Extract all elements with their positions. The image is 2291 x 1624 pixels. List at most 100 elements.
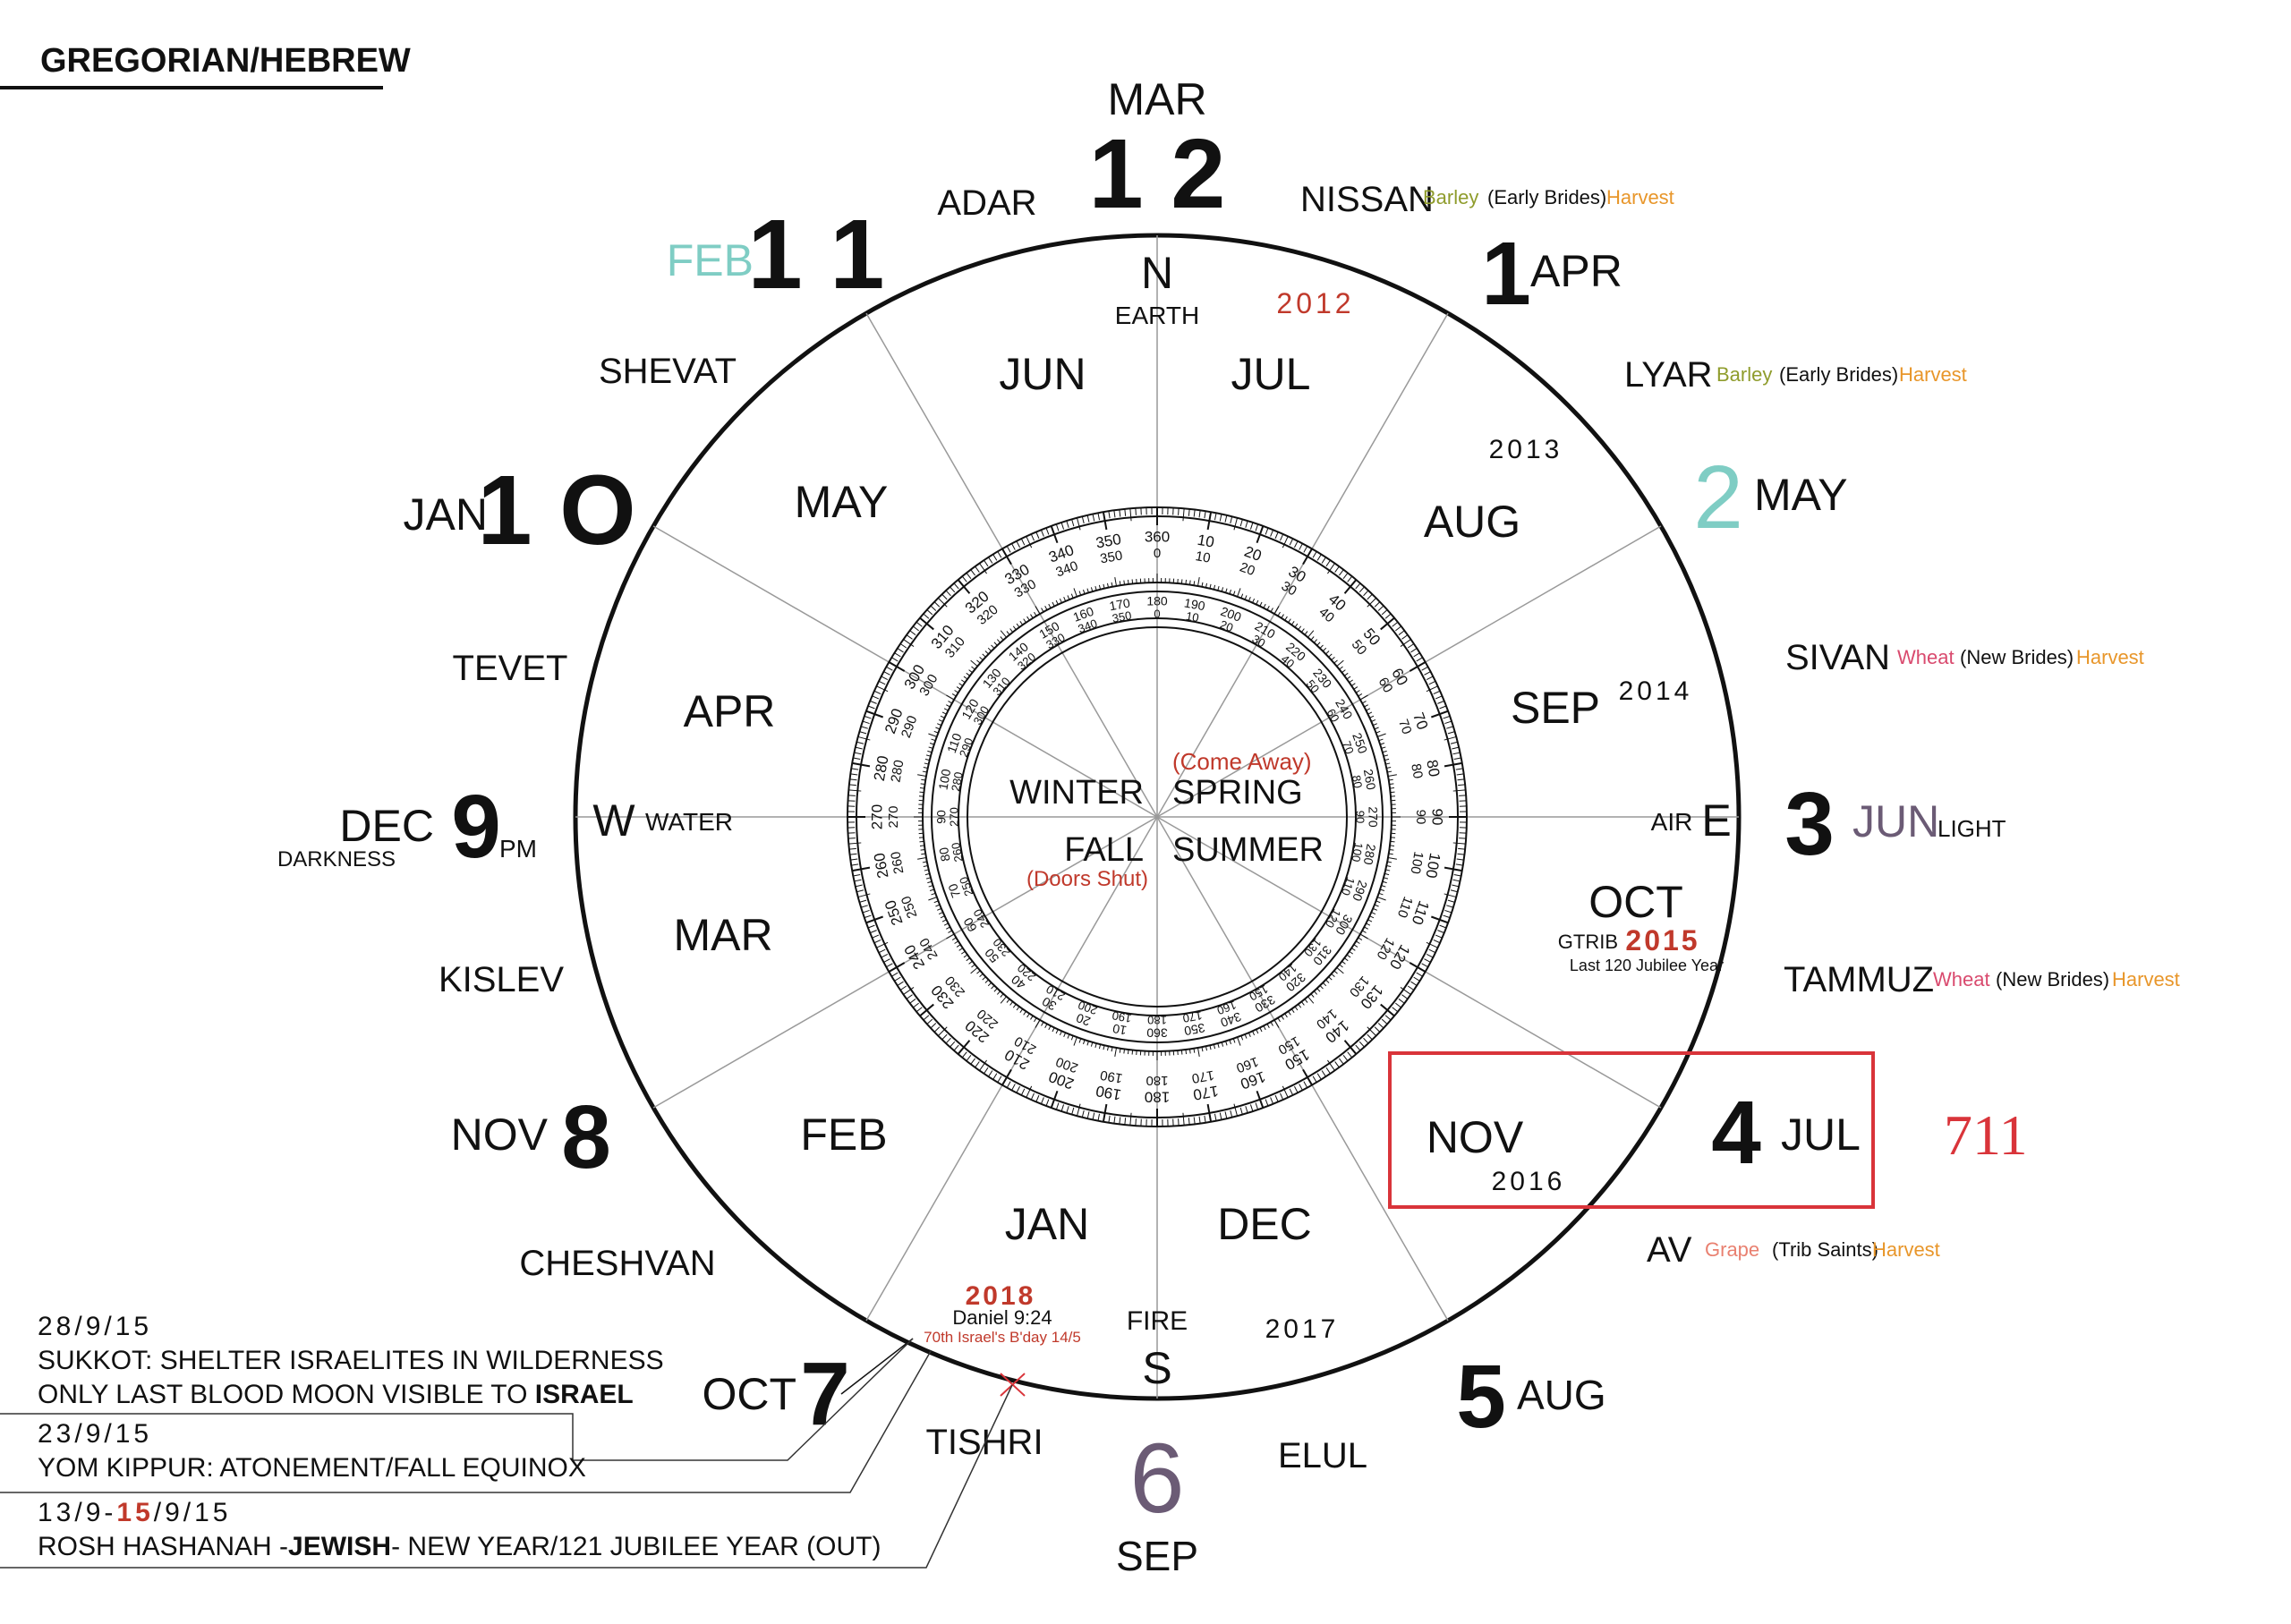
wheel-tick <box>1035 1020 1040 1028</box>
wheel-tick <box>1124 581 1125 585</box>
wheel-tick <box>921 849 925 850</box>
wheel-tick <box>997 991 1000 995</box>
wheel-tick <box>984 560 988 566</box>
wheel-tick <box>913 1003 918 1008</box>
wheel-tick <box>1087 515 1089 523</box>
wheel-tick <box>1290 539 1293 545</box>
wheel-tick <box>1364 705 1367 707</box>
wheel-tick <box>849 848 856 849</box>
wheel-degree-label: 0 <box>1154 546 1161 561</box>
wheel-tick <box>1345 580 1357 593</box>
wheel-tick <box>1391 841 1395 842</box>
wheel-tick <box>1248 1033 1250 1037</box>
wheel-tick <box>1385 1016 1391 1020</box>
note-sukkot-line1: SUKKOT: SHELTER ISRAELITES IN WILDERNESS <box>38 1346 664 1375</box>
wheel-tick <box>917 775 926 777</box>
wheel-tick <box>848 795 856 796</box>
hebrew-elul: ELUL <box>1278 1436 1367 1475</box>
daniel-ref: Daniel 9:24 <box>952 1306 1052 1329</box>
wheel-tick <box>992 985 994 989</box>
wheel-tick <box>1332 657 1335 659</box>
note-sukkot-line2-a: ONLY LAST BLOOD MOON VISIBLE TO <box>38 1380 535 1409</box>
wheel-tick <box>1434 691 1440 693</box>
wheel-tick <box>1437 931 1444 933</box>
hebrew-nissan: NISSAN <box>1300 180 1434 219</box>
wheel-tick <box>1294 541 1298 548</box>
sivan-new-brides: (New Brides) <box>1960 646 2074 668</box>
wheel-tick <box>856 885 863 887</box>
clock-10-number: 1 O <box>477 455 635 565</box>
wheel-tick <box>950 587 954 592</box>
wheel-degree-label: 180 <box>1147 1014 1167 1027</box>
wheel-tick <box>1034 1018 1036 1022</box>
wheel-tick <box>944 923 948 925</box>
wheel-tick <box>1271 1022 1273 1025</box>
wheel-tick <box>1320 985 1323 989</box>
wheel-tick <box>1307 631 1313 638</box>
wheel-tick <box>1267 606 1269 609</box>
compass-north: N <box>1141 248 1173 298</box>
wheel-tick <box>1382 886 1386 887</box>
wheel-tick <box>1388 857 1397 859</box>
wheel-tick <box>1082 516 1084 523</box>
wheel-tick <box>855 880 862 881</box>
year-2016: 2016 <box>1492 1167 1566 1196</box>
wheel-tick <box>900 644 907 648</box>
wheel-tick <box>1183 508 1184 521</box>
wheel-tick <box>1304 546 1307 552</box>
wheel-tick <box>1440 925 1446 928</box>
wheel-tick <box>1250 523 1252 530</box>
wheel-tick <box>1020 1009 1023 1013</box>
wheel-tick <box>1344 673 1348 676</box>
wheel-tick <box>971 660 978 666</box>
inner-month-jul: JUL <box>1231 349 1311 399</box>
wheel-tick <box>1454 874 1461 876</box>
wheel-tick <box>1093 514 1094 522</box>
wheel-tick <box>929 747 933 748</box>
wheel-tick <box>1077 518 1080 531</box>
wheel-tick <box>998 551 1001 557</box>
wheel-tick <box>1231 516 1232 523</box>
compass-west: W <box>592 795 635 846</box>
wheel-tick <box>1256 600 1258 605</box>
wheel-tick <box>1358 693 1362 696</box>
wheel-tick <box>931 1024 936 1028</box>
wheel-tick <box>964 955 967 957</box>
wheel-tick <box>1451 890 1458 892</box>
wheel-tick <box>1325 980 1329 982</box>
wheel-tick <box>1408 986 1414 990</box>
wheel-tick <box>1377 897 1385 900</box>
wheel-tick <box>1186 1050 1187 1054</box>
clock-9-month: DEC <box>339 801 434 851</box>
wheel-tick <box>1256 1103 1258 1110</box>
wheel-tick <box>927 751 932 752</box>
hebrew-kislev: KISLEV <box>439 960 564 999</box>
wheel-tick <box>927 881 932 882</box>
compass-north-earth: EARTH <box>1115 302 1199 329</box>
spokes <box>575 235 1739 1399</box>
wheel-tick <box>971 570 975 575</box>
wheel-tick <box>1339 1059 1343 1064</box>
hebrew-lyar: LYAR <box>1624 355 1713 395</box>
wheel-tick <box>1197 577 1199 586</box>
wheel-tick <box>1301 629 1304 633</box>
wheel-tick <box>1234 518 1238 531</box>
wheel-tick <box>1351 948 1355 951</box>
wheel-tick <box>858 894 871 897</box>
wheel-tick <box>946 705 950 707</box>
wheel-tick <box>1264 1025 1265 1029</box>
wheel-tick <box>946 927 950 929</box>
clock-1-month: APR <box>1530 246 1622 296</box>
wheel-tick <box>957 945 960 948</box>
wheel-tick <box>1440 706 1446 709</box>
wheel-tick <box>1367 594 1373 599</box>
wheel-tick <box>975 1061 980 1067</box>
nissan-barley: Barley <box>1423 186 1478 208</box>
note-yom-kippur-date: 23/9/15 <box>38 1419 152 1449</box>
wheel-tick <box>1399 999 1404 1003</box>
wheel-tick <box>983 654 986 657</box>
wheel-tick <box>1282 615 1284 618</box>
clock-8-month: NOV <box>451 1110 549 1160</box>
wheel-tick <box>924 614 929 618</box>
jubilee-note: Last 120 Jubilee Year <box>1570 957 1724 974</box>
